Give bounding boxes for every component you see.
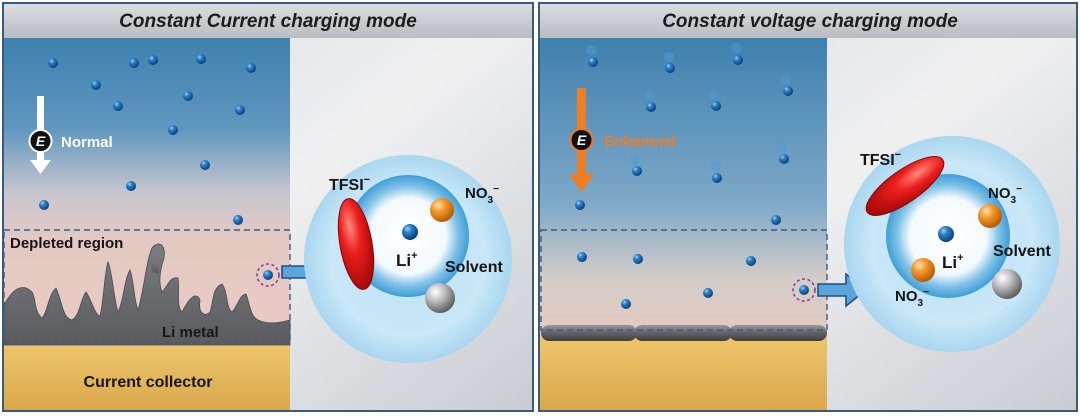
li-ion-trail	[630, 155, 640, 165]
li-ions	[575, 43, 809, 309]
li-ion	[148, 55, 158, 65]
li-ion	[200, 160, 210, 170]
nitrate-anion	[430, 198, 454, 222]
li-ion	[783, 86, 793, 96]
li-ion-trail	[777, 142, 787, 152]
li-ion	[621, 299, 631, 309]
panel-constant-current: Constant Current charging mode Current c…	[2, 2, 534, 412]
field-label-normal: Normal	[61, 134, 113, 151]
li-ion	[703, 288, 713, 298]
li-ion	[646, 102, 656, 112]
li-ion	[711, 101, 721, 111]
li-plate	[541, 325, 637, 341]
li-plate	[634, 325, 732, 341]
tfsi-anion	[865, 156, 945, 216]
solvent-molecule	[992, 269, 1022, 299]
panel-title-bar	[4, 4, 532, 38]
tfsi-anion	[337, 198, 375, 290]
dendrite-branch	[150, 258, 160, 274]
li-ion	[235, 105, 245, 115]
li-ion	[129, 58, 139, 68]
field-symbol: E	[577, 132, 587, 148]
li-ion	[246, 63, 256, 73]
li-cation	[402, 224, 418, 240]
highlight-ring	[792, 278, 816, 302]
depleted-region-label: Depleted region	[10, 235, 123, 252]
li-ion	[712, 173, 722, 183]
field-symbol-badge	[28, 129, 53, 153]
li-ion	[183, 91, 193, 101]
li-ion-trail	[709, 90, 719, 100]
li-ion	[577, 252, 587, 262]
nitrate-label: NO3−	[988, 184, 1022, 206]
electrolyte-region	[540, 38, 827, 340]
panel-constant-voltage: Constant voltage charging mode	[538, 2, 1078, 412]
li-ion	[39, 200, 49, 210]
li-ion	[126, 181, 136, 191]
field-arrow-normal: E	[28, 96, 53, 174]
li-ion	[733, 55, 743, 65]
depleted-region-box	[3, 229, 291, 344]
li-ions	[39, 54, 273, 280]
nitrate-label: NO3−	[465, 184, 499, 206]
panel-title-bar	[540, 4, 1076, 38]
li-ion-trail	[731, 43, 741, 53]
li-ion	[746, 256, 756, 266]
li-ion	[575, 200, 585, 210]
li-ion	[48, 58, 58, 68]
solvent-label: Solvent	[993, 243, 1051, 260]
field-arrow-enhanced: E	[569, 88, 594, 192]
li-ion	[632, 166, 642, 176]
li-ion	[588, 57, 598, 67]
panel-title: Constant Current charging mode	[119, 11, 417, 32]
tfsi-label: TFSI−	[329, 174, 370, 194]
li-metal-plates	[541, 325, 827, 341]
li-ion-trail	[781, 75, 791, 85]
li-cation	[938, 226, 954, 242]
li-ion-trail	[711, 161, 721, 171]
li-dendrites	[3, 243, 291, 346]
li-metal-label: Li metal	[162, 324, 219, 341]
li-ion-trail	[645, 90, 655, 100]
nitrate-anion	[978, 204, 1002, 228]
li-ion	[168, 125, 178, 135]
li-ion-trail	[586, 45, 596, 55]
li-cation-label: Li+	[396, 250, 418, 270]
li-ion	[263, 270, 273, 280]
li-plate	[729, 325, 827, 341]
solvation-sheath-right: Li+ TFSI− NO3− NO3− Solvent	[844, 136, 1060, 352]
li-ion	[799, 285, 809, 295]
li-cation-label: Li+	[942, 252, 964, 272]
current-collector	[4, 345, 290, 410]
li-ion	[665, 63, 675, 73]
highlight-ring	[256, 263, 280, 287]
panel-title: Constant voltage charging mode	[662, 11, 958, 32]
current-collector	[540, 338, 827, 410]
depleted-region-box	[540, 229, 828, 331]
li-ion	[233, 215, 243, 225]
li-ion	[91, 80, 101, 90]
li-ion	[771, 215, 781, 225]
li-ion	[779, 154, 789, 164]
solvation-sheath-left: Li+ TFSI− NO3− Solvent	[304, 155, 512, 363]
nitrate-anion	[911, 258, 935, 282]
current-collector-label: Current collector	[84, 374, 213, 391]
field-symbol-badge	[569, 128, 594, 152]
solvent-label: Solvent	[445, 259, 503, 276]
li-ion	[196, 54, 206, 64]
li-ion	[633, 254, 643, 264]
field-label-enhanced: Enhanced	[604, 133, 676, 150]
nitrate-label: NO3−	[895, 287, 929, 309]
li-ion	[113, 101, 123, 111]
tfsi-label: TFSI−	[860, 149, 901, 169]
solvent-molecule	[425, 283, 455, 313]
li-ion-trail	[664, 52, 674, 62]
field-symbol: E	[36, 133, 46, 149]
